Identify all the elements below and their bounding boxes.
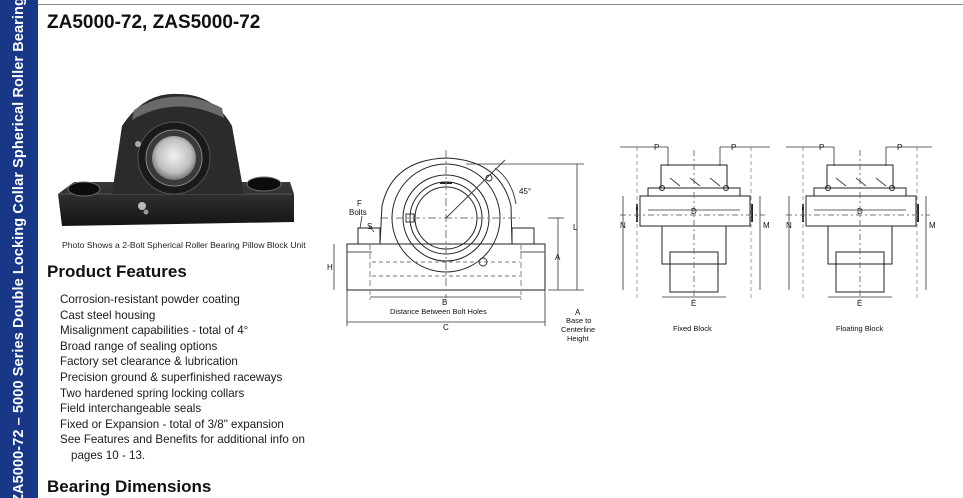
feature-item: Fixed or Expansion - total of 3/8" expan…: [60, 417, 284, 431]
feature-item: Two hardened spring locking collars: [60, 386, 245, 400]
front-view-dimension-lines: [333, 163, 584, 326]
label-angle: 45°: [519, 187, 531, 196]
floating-label-e: E: [857, 299, 862, 308]
label-base-to: Base to: [566, 316, 591, 325]
floating-label-p-left: P: [819, 143, 824, 152]
fixed-block-dimension-lines: [620, 146, 770, 300]
feature-item: Factory set clearance & lubrication: [60, 355, 238, 369]
feature-item: Misalignment capabilities - total of 4°: [60, 324, 249, 338]
label-a-front: A: [555, 253, 561, 262]
floating-label-p-right: P: [897, 143, 902, 152]
top-divider: [38, 4, 963, 5]
feature-item: See Features and Benefits for additional…: [60, 433, 305, 447]
fixed-label-e: E: [691, 299, 696, 308]
dimensions-heading: Bearing Dimensions: [47, 477, 212, 496]
label-b: B: [442, 298, 447, 307]
fixed-block-caption: Fixed Block: [673, 324, 712, 333]
fixed-label-d: D: [691, 207, 697, 216]
floating-label-d: D: [857, 207, 863, 216]
label-a-base: A: [575, 308, 581, 317]
features-list: Corrosion-resistant powder coating Cast …: [60, 292, 305, 464]
label-bolts: Bolts: [349, 208, 367, 217]
label-s: S: [367, 222, 372, 231]
fixed-label-m: M: [763, 221, 770, 230]
feature-item: pages 10 - 13.: [71, 448, 146, 462]
floating-label-n: N: [786, 221, 792, 230]
sidebar-band: ZA5000-72 – 5000 Series Double Locking C…: [0, 0, 38, 498]
label-c: C: [443, 323, 449, 332]
fixed-block-drawing: [620, 150, 765, 300]
features-heading: Product Features: [47, 262, 187, 281]
label-l: L: [573, 223, 578, 232]
floating-block-dimension-lines: [786, 146, 932, 300]
pillow-block-photo: [58, 93, 294, 226]
fixed-label-p-left: P: [654, 143, 659, 152]
label-height: Height: [567, 334, 590, 343]
page-title: ZA5000-72, ZAS5000-72: [47, 12, 261, 33]
floating-block-labels: P P N M D E Floating Block: [786, 143, 936, 333]
feature-item: Precision ground & superfinished raceway…: [60, 370, 283, 384]
label-h: H: [327, 263, 333, 272]
floating-block-caption: Floating Block: [836, 324, 883, 333]
front-view-labels: F Bolts S H B Distance Between Bolt Hole…: [327, 187, 595, 343]
label-f: F: [357, 199, 362, 208]
fixed-label-p-right: P: [731, 143, 736, 152]
feature-item: Broad range of sealing options: [60, 339, 218, 353]
label-centerline: Centerline: [561, 325, 595, 334]
fixed-label-n: N: [620, 221, 626, 230]
floating-block-drawing: [786, 150, 930, 300]
floating-label-m: M: [929, 221, 936, 230]
photo-caption: Photo Shows a 2-Bolt Spherical Roller Be…: [62, 240, 306, 250]
feature-item: Corrosion-resistant powder coating: [60, 293, 240, 306]
front-view-drawing: [346, 150, 546, 300]
feature-item: Cast steel housing: [60, 308, 156, 322]
fixed-block-labels: P P N M D E Fixed Block: [620, 143, 770, 333]
feature-item: Field interchangeable seals: [60, 402, 202, 416]
label-distance-between-bolt-holes: Distance Between Bolt Holes: [390, 307, 487, 316]
